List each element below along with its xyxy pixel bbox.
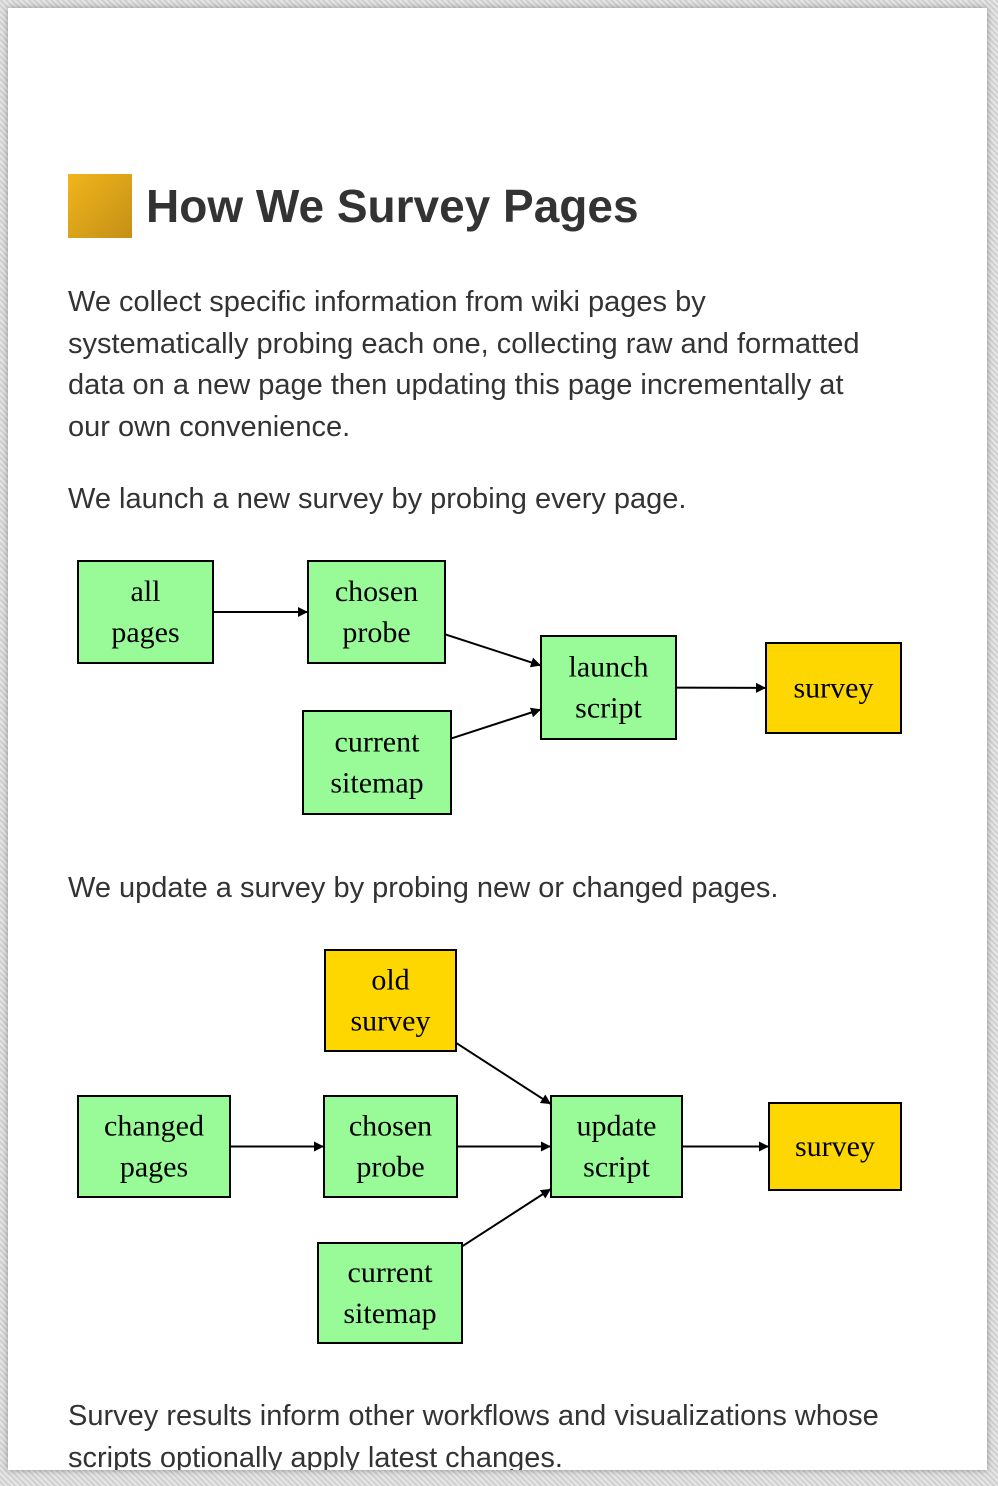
node-box [765,642,902,734]
node-old-survey: old survey [324,949,457,1052]
node-current-sitemap: current sitemap [302,710,452,815]
node-label: update [577,1110,657,1143]
node-label: script [583,1151,650,1184]
node-box [540,635,677,740]
node-chosen-probe: chosen probe [323,1095,458,1198]
title-row: How We Survey Pages [68,174,639,238]
launch-flow-diagram: all pages chosen probe current sitemap launch s… [77,560,902,815]
node-label: old [371,964,409,997]
node-changed-pages: changed pages [77,1095,231,1198]
page-title: How We Survey Pages [146,180,639,232]
node-label: sitemap [330,767,423,800]
intro-paragraph: We collect specific information from wik… [68,286,860,443]
node-label: probe [342,616,410,649]
node-box [317,1242,463,1344]
node-label: probe [356,1151,424,1184]
node-update-script: update script [550,1095,683,1198]
node-chosen-probe: chosen probe [307,560,446,664]
node-label: sitemap [343,1297,436,1330]
node-current-sitemap: current sitemap [317,1242,463,1344]
node-label: all [131,575,161,608]
node-box [77,560,214,664]
node-label: changed [104,1110,204,1143]
node-label: survey [351,1005,431,1038]
node-box [307,560,446,664]
node-label: current [335,726,421,759]
node-label: chosen [335,575,418,608]
update-flow-diagram: old survey changed pages chosen probe current s… [77,949,902,1344]
node-label: chosen [349,1110,432,1143]
edge-current-sitemap-to-update-script [461,1188,552,1248]
node-label: pages [111,616,179,649]
node-box [302,710,452,815]
node-box [768,1102,902,1191]
edge-chosen-probe-to-launch-script [444,633,542,668]
node-label: script [575,692,642,725]
node-label: launch [569,651,649,684]
page-logo-icon [68,174,132,238]
node-label: pages [120,1151,188,1184]
node-box [324,949,457,1052]
node-launch-script: launch script [540,635,677,740]
node-box [323,1095,458,1198]
node-label: current [348,1256,434,1289]
launch-paragraph: We launch a new survey by probing every … [68,483,687,515]
node-box [77,1095,231,1198]
results-paragraph: Survey results inform other workflows an… [68,1400,879,1470]
node-box [550,1095,683,1198]
update-paragraph: We update a survey by probing new or cha… [68,872,779,904]
wiki-page: How We Survey Pages We collect specific … [8,8,987,1470]
node-survey: survey [765,642,902,734]
node-all-pages: all pages [77,560,214,664]
edge-current-sitemap-to-launch-script [450,707,542,740]
node-survey: survey [768,1102,902,1191]
node-label: survey [794,672,874,705]
node-label: survey [795,1130,875,1163]
edge-old-survey-to-update-script [455,1041,552,1106]
